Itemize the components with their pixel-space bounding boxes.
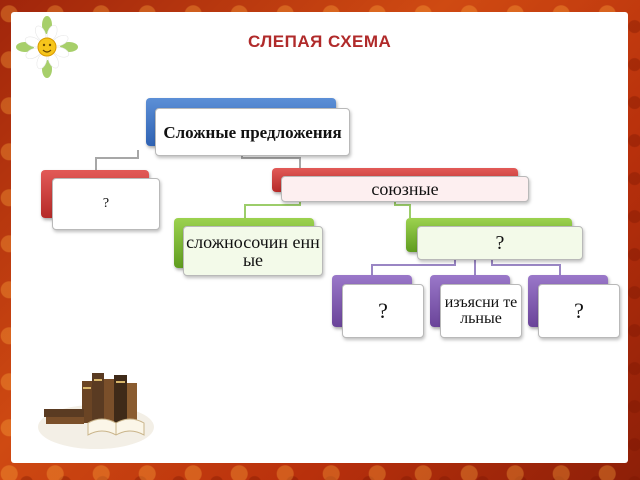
books-illustration xyxy=(38,373,154,449)
node-sub-unknown-2-label: ? xyxy=(538,284,620,338)
node-sub-unknown-1-label: ? xyxy=(342,284,424,338)
node-left-unknown-label: ? xyxy=(52,178,160,230)
node-explanatory-label: изъясни тельные xyxy=(440,284,522,338)
node-union-label: союзные xyxy=(281,176,529,202)
node-compound-label: сложносочин енные xyxy=(183,226,323,276)
slide-title: СЛЕПАЯ СХЕМА xyxy=(248,32,392,51)
node-root-label: Сложные предложения xyxy=(155,108,350,156)
node-complex-unknown-label: ? xyxy=(417,226,583,260)
sunflower-icon xyxy=(16,16,78,78)
